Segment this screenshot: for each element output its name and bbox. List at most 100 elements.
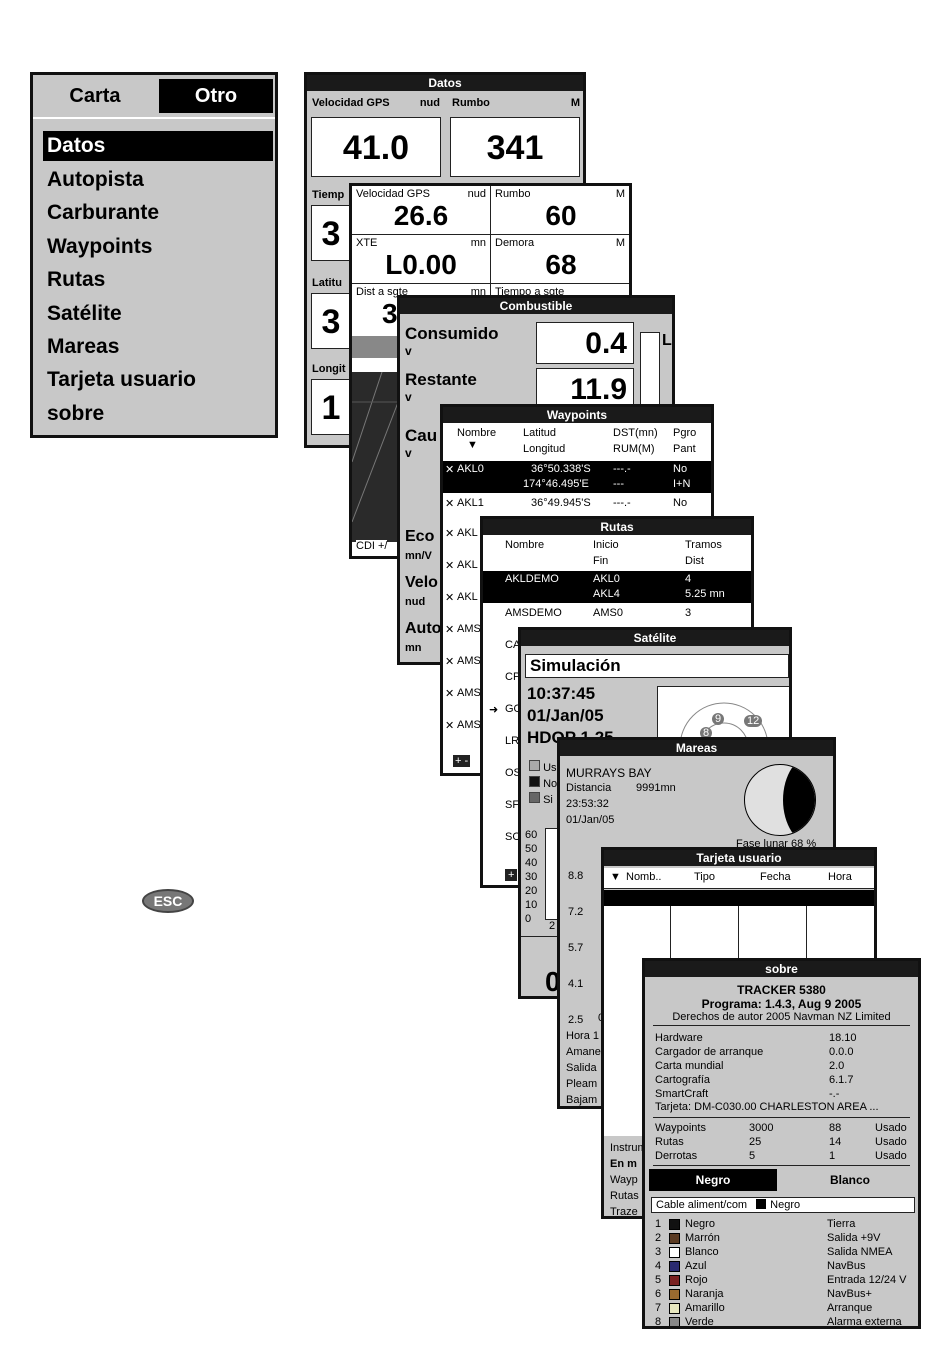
waypoint-x-icon: ✕ [445, 498, 455, 510]
cable-select[interactable]: Cable aliment/com Negro [651, 1197, 915, 1213]
wire-color-swatch [669, 1233, 680, 1244]
datos-side-label: Longit [312, 363, 346, 375]
autopista-cell: Rumbo M 60 [491, 186, 629, 235]
datos-side-value: 3 [311, 205, 351, 261]
wire-color-swatch [669, 1261, 680, 1272]
menu-item-carburante[interactable]: Carburante [47, 201, 160, 224]
wire-color-swatch [669, 1317, 680, 1326]
table-row[interactable]: AMSDEMO AMS0 3 [505, 607, 692, 619]
menu-item-autopista[interactable]: Autopista [47, 168, 144, 191]
datos-side-label: Tiemp [312, 189, 345, 201]
menu-item-sobre[interactable]: sobre [47, 402, 105, 425]
wire-color-swatch [669, 1275, 680, 1286]
satellite-icon: 8 [700, 727, 713, 739]
esc-button[interactable]: ESC [142, 889, 194, 913]
sort-down-icon[interactable]: ▼ [610, 871, 621, 883]
legend-swatch [529, 792, 540, 803]
route-name: SF [505, 799, 520, 811]
route-name: GO [505, 703, 523, 715]
autopista-cell: Demora M 68 [491, 235, 629, 284]
wire-color-swatch [669, 1247, 680, 1258]
menu-item-rutas[interactable]: Rutas [47, 268, 106, 291]
menu-item-satelite[interactable]: Satélite [47, 302, 122, 325]
wire-color-swatch [669, 1303, 680, 1314]
arrow-right-icon: ➜ [489, 704, 499, 716]
wire-color-swatch [669, 1289, 680, 1300]
sat-time: 10:37:45 [527, 684, 596, 703]
tab-carta[interactable]: Carta [37, 79, 153, 113]
wire-color-swatch [669, 1219, 680, 1230]
datos-side-value: 3 [311, 293, 351, 349]
menu-panel: Carta Otro Datos Autopista Carburante Wa… [30, 72, 278, 438]
fuel-remaining-value: 11.9 [536, 368, 634, 410]
autopista-value-xte: L0.00 [385, 249, 457, 280]
waypoint-x-icon: ✕ [445, 464, 455, 476]
copyright: Derechos de autor 2005 Navman NZ Limited [672, 1011, 891, 1023]
fuel-consumed-value: 0.4 [536, 322, 634, 364]
combustible-title: Combustible [400, 298, 672, 314]
tide-place: MURRAYS BAY [566, 766, 652, 780]
satelite-title: Satélite [521, 630, 789, 646]
zoom-buttons[interactable]: + - [453, 755, 471, 767]
route-name: SC [505, 831, 521, 843]
satellite-icon: 12 [744, 715, 763, 727]
tab-negro[interactable]: Negro [649, 1169, 777, 1191]
color-swatch [756, 1199, 767, 1209]
table-row[interactable]: ✕ AKL0 36°50.338'S 174°46.495'E ---.- --… [443, 461, 711, 493]
autopista-cell: XTE mn L0.00 [352, 235, 491, 284]
satellite-icon: 9 [712, 713, 725, 725]
route-name: LR [505, 735, 520, 747]
autopista-cell: Velocidad GPS nud 26.6 [352, 186, 491, 235]
sky-view: 9 12 8 [657, 686, 789, 792]
waypoints-title: Waypoints [443, 407, 711, 423]
sobre-title: sobre [645, 961, 918, 977]
table-row[interactable]: ✕ AKL1 36°49.945'S ---.- No [445, 497, 688, 510]
tab-blanco[interactable]: Blanco [829, 1173, 870, 1187]
legend-swatch [529, 760, 540, 771]
sim-mode-field: Simulación [525, 654, 789, 678]
menu-item-datos[interactable]: Datos [43, 131, 273, 161]
datos-value-speed: 41.0 [311, 117, 441, 177]
menu-item-tarjeta-usuario[interactable]: Tarjeta usuario [47, 368, 196, 391]
rutas-title: Rutas [483, 519, 751, 535]
menu-tabs: Carta Otro [33, 75, 275, 117]
datos-title: Datos [307, 75, 583, 91]
datos-value-heading: 341 [450, 117, 580, 177]
program-version: Programa: 1.4.3, Aug 9 2005 [701, 997, 862, 1011]
table-row[interactable] [604, 890, 874, 906]
menu-item-waypoints[interactable]: Waypoints [47, 235, 153, 258]
highway-lines [352, 371, 403, 523]
mareas-title: Mareas [560, 740, 833, 756]
card-info: Tarjeta: DM-C030.00 CHARLESTON AREA ... [655, 1101, 879, 1113]
route-name: OS [505, 767, 521, 779]
tarjeta-title: Tarjeta usuario [604, 850, 874, 866]
sat-date: 01/Jan/05 [527, 706, 604, 725]
sobre-screen: sobre TRACKER 5380 Programa: 1.4.3, Aug … [642, 958, 921, 1329]
route-name: CP [505, 671, 521, 683]
sort-down-icon[interactable]: ▼ [467, 439, 478, 451]
table-row[interactable]: AKLDEMO AKL0 AKL4 4 5.25 mn [483, 571, 751, 603]
zoom-button[interactable]: + [505, 869, 518, 881]
legend-swatch [529, 776, 540, 787]
menu-item-mareas[interactable]: Mareas [47, 335, 120, 358]
datos-side-value: 1 [311, 379, 351, 435]
autopista-value-speed: 26.6 [393, 200, 449, 231]
cdi-label: CDI +/ [356, 540, 388, 552]
moon-phase-icon [744, 764, 816, 836]
device-model: TRACKER 5380 [737, 983, 826, 997]
tab-otro[interactable]: Otro [159, 79, 273, 113]
datos-side-label: Latitu [312, 277, 342, 289]
